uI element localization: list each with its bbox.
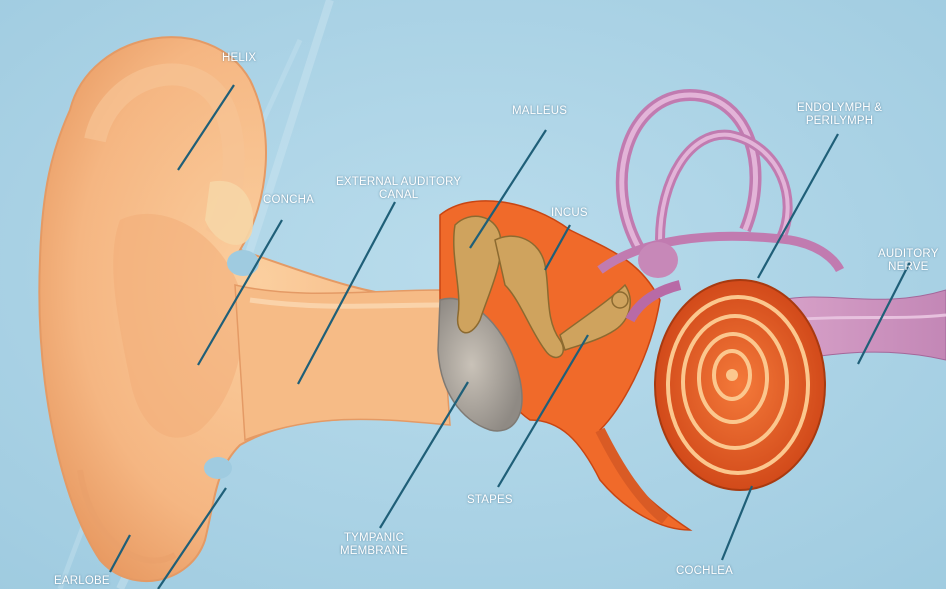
label-cochlea: COCHLEA bbox=[676, 565, 733, 578]
label-endolymph-perilymph: ENDOLYMPH & PERILYMPH bbox=[797, 102, 882, 128]
label-auditory-nerve: AUDITORY NERVE bbox=[878, 248, 939, 274]
label-earlobe: EARLOBE bbox=[54, 575, 110, 588]
label-external-auditory-canal: EXTERNAL AUDITORY CANAL bbox=[336, 176, 461, 202]
label-malleus: MALLEUS bbox=[512, 105, 567, 118]
label-concha: CONCHA bbox=[263, 194, 314, 207]
cochlea bbox=[655, 280, 825, 490]
label-helix: HELIX bbox=[222, 52, 256, 65]
label-tympanic-membrane: TYMPANIC MEMBRANE bbox=[340, 532, 408, 558]
label-incus: INCUS bbox=[551, 207, 588, 220]
label-stapes: STAPES bbox=[467, 494, 513, 507]
